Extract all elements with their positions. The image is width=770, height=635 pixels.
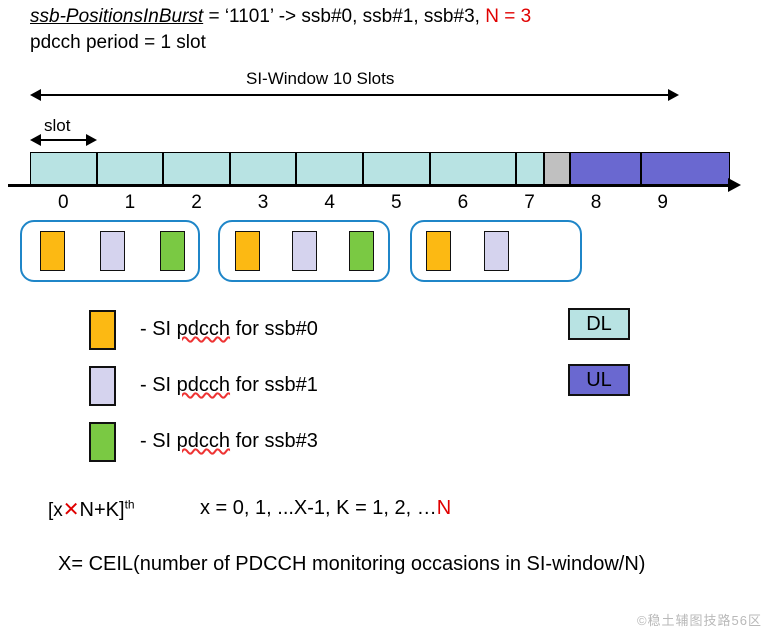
timeline-cell-slot-3 [229,152,297,185]
slot-tick-2: 2 [191,192,202,213]
header-line-2: pdcch period = 1 slot [30,32,206,53]
formula-open: [x [48,500,63,521]
slot-tick-7: 7 [524,192,535,213]
ssb-positions-param: ssb-PositionsInBurst [30,6,204,27]
timeline-cell-slot-7-flex-part [543,152,570,185]
slot-tick-1: 1 [124,192,136,213]
timeline-cell-slot-8 [569,152,641,185]
pdcch-occasion-g1-1 [40,231,65,271]
occasion-group-2 [218,220,390,282]
pdcch-occasion-g3-1 [426,231,451,271]
slot-tick-8: 8 [590,192,602,213]
header-line-1: ssb-PositionsInBurst = ‘1101’ -> ssb#0, … [30,6,531,28]
si-window-span-label: SI-Window 10 Slots [246,69,395,88]
chip-ul: UL [568,364,630,396]
variable-ranges: x = 0, 1, ...X-1, K = 1, 2, …N [200,497,451,520]
legend-label-2: - SI pdcch for ssb#1 [140,374,318,396]
timeline-cell-slot-6 [429,152,516,185]
variable-range-n: N [436,497,452,519]
variable-range-text: x = 0, 1, ...X-1, K = 1, 2, … [200,497,437,519]
slot-tick-4: 4 [324,192,335,213]
formula-ordinal-suffix: th [124,497,135,512]
time-axis-line [8,184,730,187]
legend-label-1: - SI pdcch for ssb#0 [140,318,318,340]
occasion-index-formula: [x✕N+K]th [48,497,135,522]
slot-arrow-right-head [86,134,97,146]
slot-arrow-line [40,139,88,141]
formula-multiply-symbol: ✕ [62,499,80,521]
slot-tick-5: 5 [391,192,402,213]
watermark: ©稳土辅图技路56区 [636,613,762,628]
slot-tick-0: 0 [58,192,69,213]
si-window-arrow-right-head [668,89,679,101]
occasion-group-1 [20,220,200,282]
slot-arrow-left-head [30,134,41,146]
pdcch-occasion-g1-2 [100,231,125,271]
pdcch-occasion-g2-1 [235,231,260,271]
x-definition-formula: X= CEIL(number of PDCCH monitoring occas… [58,553,646,575]
timeline-cell-slot-7-dl-part [515,152,544,185]
formula-rest: N+K] [79,499,125,521]
pdcch-occasion-g2-2 [292,231,317,271]
pdcch-occasion-g3-2 [484,231,509,271]
pdcch-occasion-g1-3 [160,231,185,271]
slot-tick-9: 9 [657,192,668,213]
timeline-cell-slot-5 [363,152,430,185]
timeline-cell-slot-9 [640,152,730,185]
time-axis-arrow-head [728,178,741,192]
slot-span-label: slot [44,116,71,135]
timeline-cell-slot-4 [296,152,363,185]
ssb-positions-value: = ‘1101’ -> ssb#0, ssb#1, ssb#3, [203,6,486,27]
si-window-arrow-left-head [30,89,41,101]
legend-label-3: - SI pdcch for ssb#3 [140,430,318,452]
timeline-cell-slot-1 [96,152,164,185]
legend-swatch-1 [89,310,116,350]
chip-dl: DL [568,308,630,340]
slot-tick-6: 6 [457,192,469,213]
legend-swatch-3 [89,422,116,462]
legend-swatch-2 [89,366,116,406]
occasion-group-3 [410,220,582,282]
timeline-cell-slot-0 [30,152,97,185]
pdcch-occasion-g2-3 [349,231,374,271]
timeline-cell-slot-2 [163,152,230,185]
si-window-arrow-line [40,94,670,96]
slot-tick-3: 3 [257,192,269,213]
n-value: N = 3 [485,6,532,27]
